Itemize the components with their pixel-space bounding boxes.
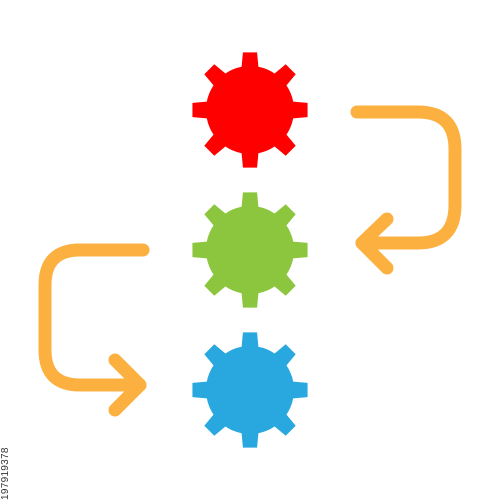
- gear-bottom-icon: [192, 332, 308, 448]
- gear-shape: [192, 52, 308, 168]
- return-arrow-left-icon: [38, 243, 150, 417]
- gear-middle-icon: [192, 192, 308, 308]
- return-arrow-right-icon: [350, 105, 462, 275]
- stock-id-label: 197919378: [0, 447, 11, 500]
- gear-shape: [192, 332, 308, 448]
- gear-shape: [192, 192, 308, 308]
- gear-top-icon: [192, 52, 308, 168]
